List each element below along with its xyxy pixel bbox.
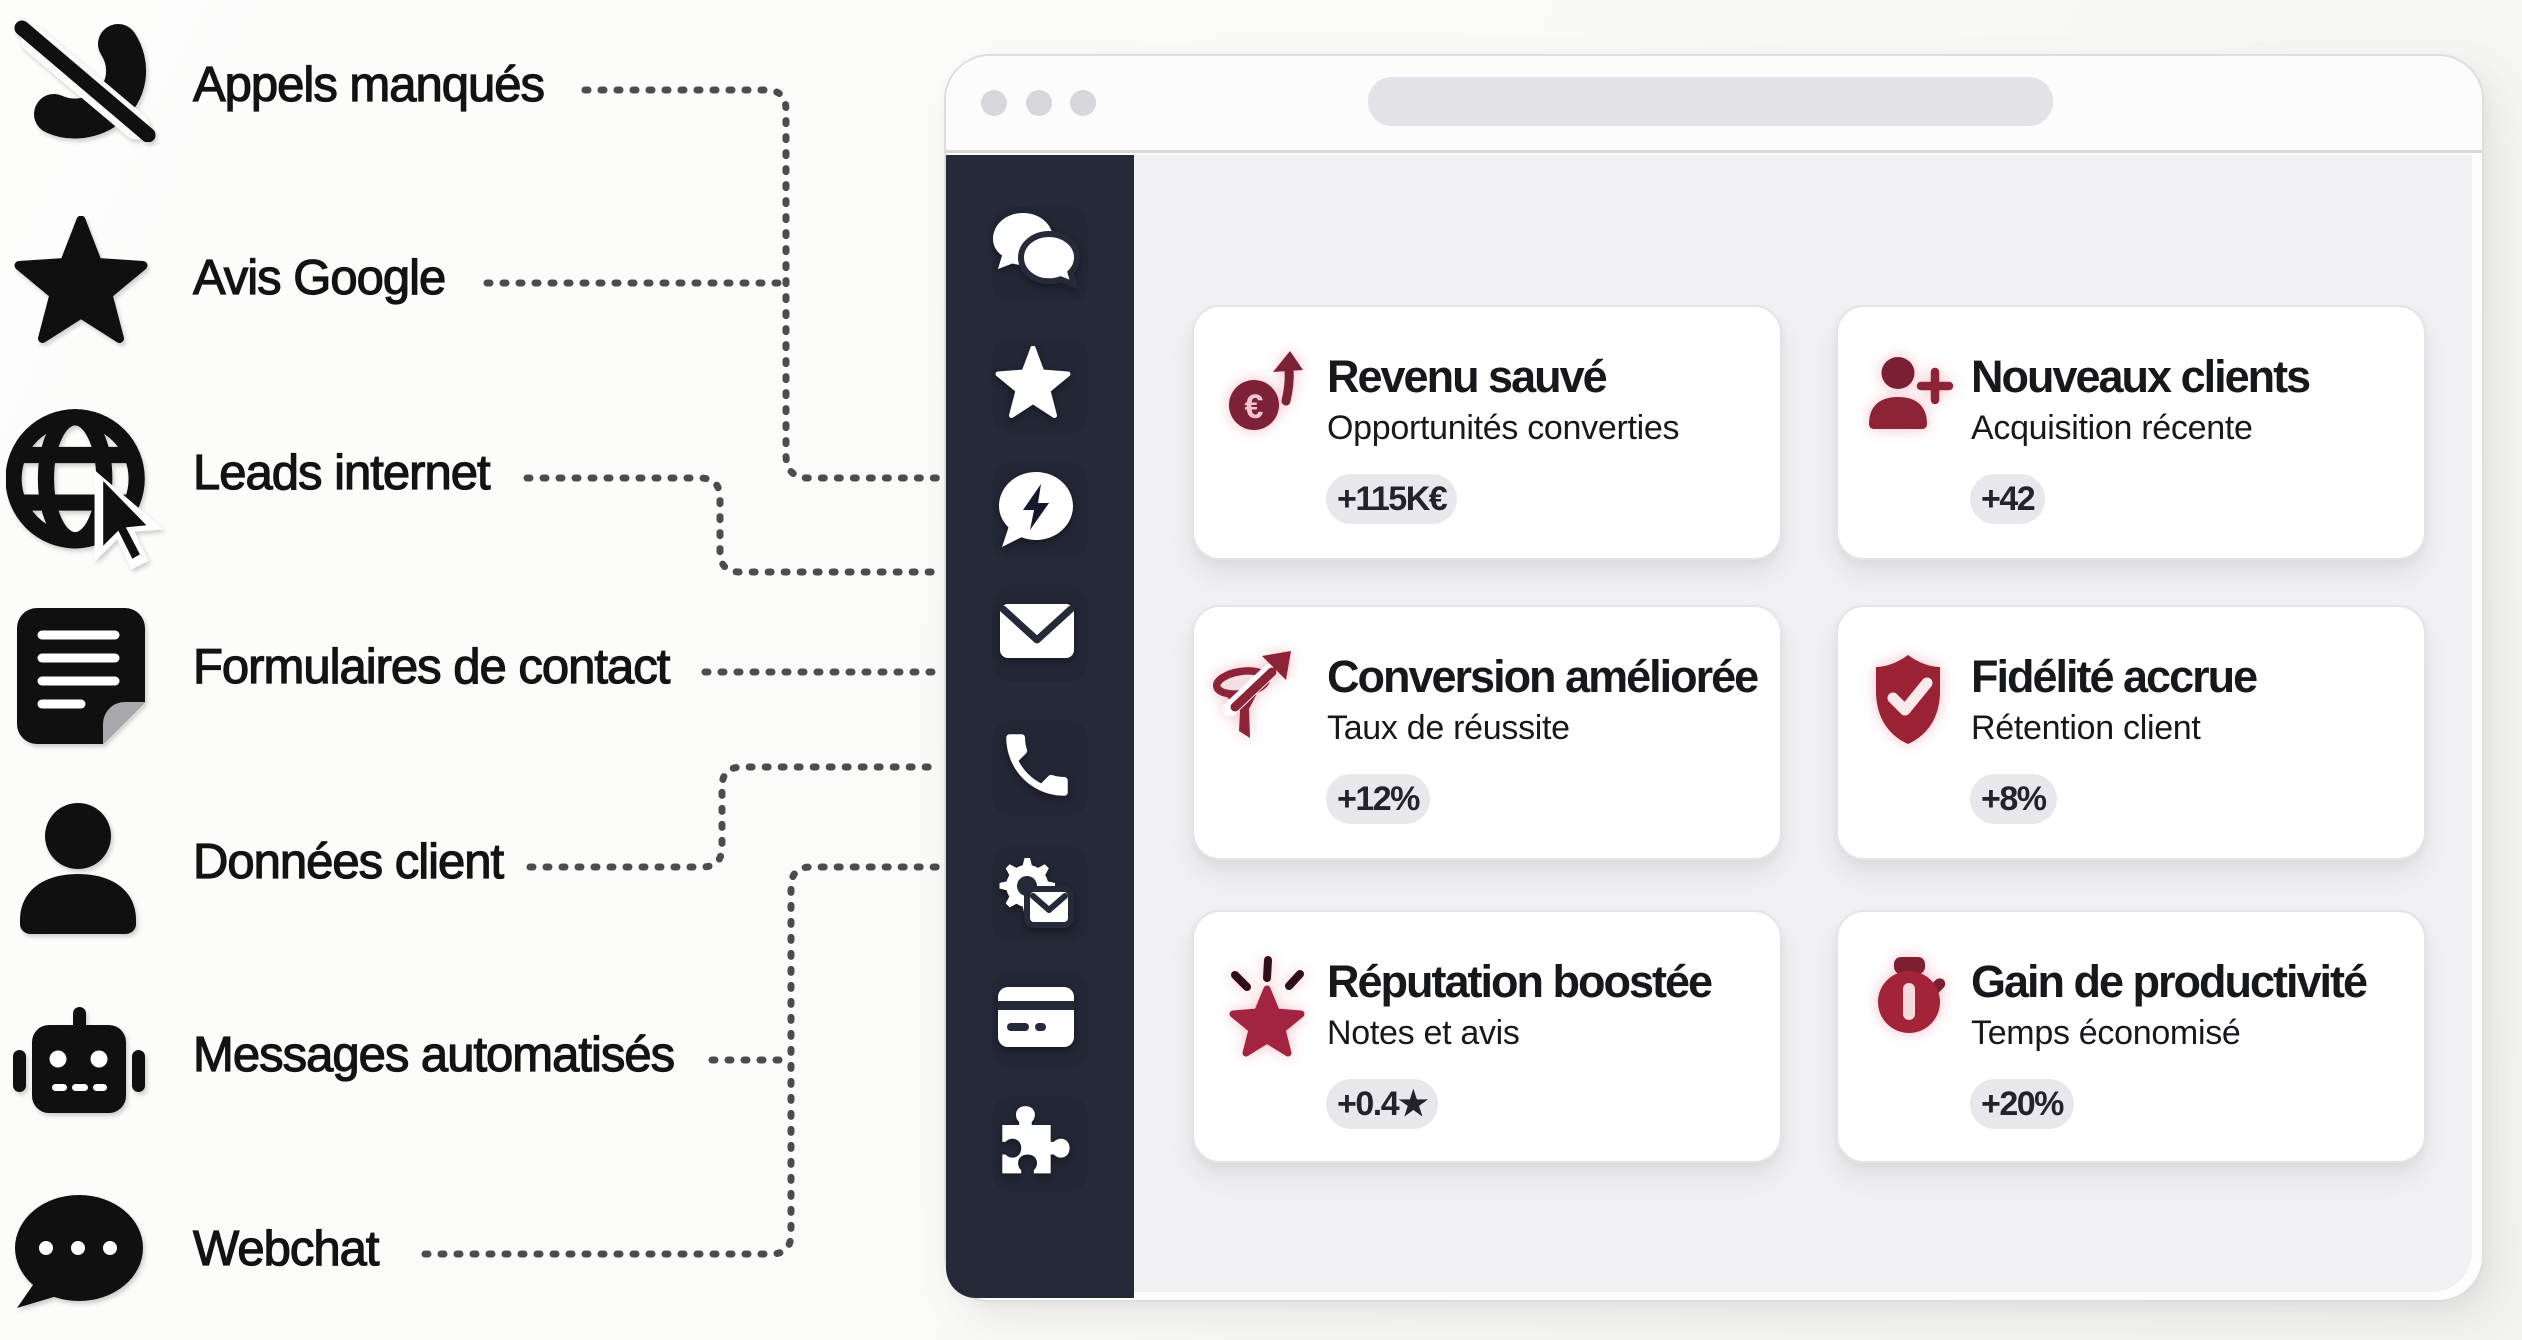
svg-text:€: € <box>1245 388 1264 426</box>
